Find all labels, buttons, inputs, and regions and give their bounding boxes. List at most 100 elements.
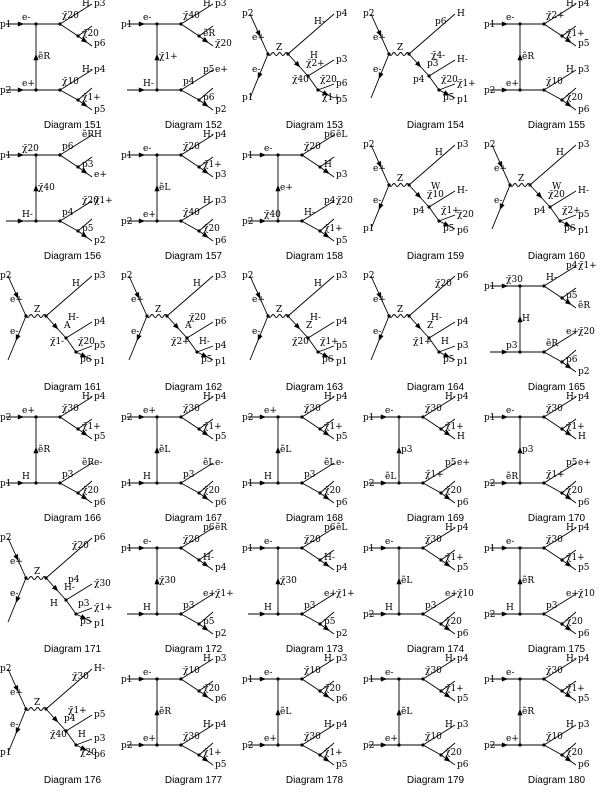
particle-label: χ̃2+ <box>306 58 325 69</box>
outgoing-line <box>422 724 456 746</box>
particle-label: p2 <box>242 217 254 227</box>
arrow <box>259 152 267 158</box>
particle-label: χ̃1+ <box>324 747 343 758</box>
outgoing-line <box>45 668 93 710</box>
particle-label: p4 <box>457 654 469 664</box>
arrow <box>259 480 267 486</box>
particle-label: ẽR <box>215 522 227 533</box>
particle-label: p1 <box>484 20 496 30</box>
arrow <box>443 494 451 500</box>
particle-label: p6 <box>80 355 92 365</box>
arrow <box>138 545 146 551</box>
outgoing-line <box>319 156 335 168</box>
particle-label: p1 <box>121 479 133 489</box>
particle-label: e- <box>143 668 151 678</box>
particle-label: p1 <box>336 357 348 367</box>
outgoing-line <box>561 349 577 363</box>
arrow <box>51 584 59 592</box>
vertex-dot <box>306 336 310 340</box>
arrow <box>138 21 146 27</box>
vertex-dot <box>197 98 201 102</box>
arrow <box>201 37 209 43</box>
particle-label: p5 <box>94 105 106 115</box>
vertex-dot <box>155 219 159 223</box>
particle-label: H- <box>566 392 577 402</box>
particle-label: χ̃20 <box>457 209 474 220</box>
particle-label: H- <box>64 583 75 593</box>
vertex-dot <box>179 415 183 419</box>
particle-label: p4 <box>336 392 348 402</box>
arrow <box>501 414 509 420</box>
vertex-dot <box>560 689 564 693</box>
particle-label: p4 <box>578 392 590 402</box>
vertex-dot <box>24 576 28 580</box>
particle-label: χ̃2+ <box>171 336 190 347</box>
particle-label: χ̃20 <box>304 141 321 152</box>
particle-label: p5 <box>336 236 348 246</box>
particle-label: χ̃1+ <box>324 421 343 432</box>
outgoing-line <box>59 134 93 156</box>
arrow <box>501 545 509 551</box>
particle-label: p5 <box>457 694 469 704</box>
particle-label: p2 <box>215 629 227 639</box>
particle-label: p3 <box>336 271 348 281</box>
outgoing-line <box>301 154 321 168</box>
particle-label: Z <box>276 305 282 315</box>
vertex-dot <box>185 336 189 340</box>
arrow <box>564 692 572 698</box>
particle-label: ẽL <box>385 471 396 482</box>
arrow <box>79 614 87 620</box>
particle-label: H- <box>22 210 33 220</box>
outgoing-line <box>543 351 563 363</box>
outgoing-line <box>543 593 577 615</box>
particle-label: H- <box>445 654 456 664</box>
propagator-line <box>65 730 77 746</box>
particle-label: Z <box>276 43 282 53</box>
particle-label: p5 <box>578 563 590 573</box>
arrow <box>443 561 451 567</box>
particle-label: p5 <box>336 760 348 770</box>
vertex-dot <box>439 491 443 495</box>
particle-label: χ̃1+ <box>566 683 585 694</box>
vertex-dot <box>58 415 62 419</box>
boson-line <box>509 183 531 187</box>
outgoing-line <box>180 396 214 418</box>
particle-label: χ̃1+ <box>68 705 87 716</box>
vertex-dot <box>437 88 441 92</box>
vertex-dot <box>427 74 431 78</box>
vertex-dot <box>300 677 304 681</box>
vertex-dot <box>421 743 425 747</box>
vertex-dot <box>427 336 431 340</box>
arrow <box>380 414 388 420</box>
arrow <box>138 218 146 224</box>
particle-label: e- <box>264 537 272 547</box>
vertex-dot <box>155 415 159 419</box>
diagram-caption: Diagram 170 <box>528 513 586 524</box>
diagram-caption: Diagram 163 <box>286 382 344 393</box>
vertex-dot <box>179 153 183 157</box>
vertex-dot <box>179 743 183 747</box>
particle-label: p2 <box>578 367 590 377</box>
arrow <box>33 184 39 192</box>
particle-label: H- <box>203 130 214 140</box>
particle-label: p5 <box>457 563 469 573</box>
vertex-dot <box>197 165 201 169</box>
outgoing-line <box>319 742 335 756</box>
particle-label: χ̃1+ <box>578 260 597 271</box>
outgoing-line <box>59 89 79 101</box>
particle-label: χ̃20 <box>566 616 583 627</box>
vertex-dot <box>197 34 201 38</box>
particle-label: e+ <box>385 734 398 744</box>
vertex-dot <box>197 558 201 562</box>
particle-label: e+ <box>324 589 337 599</box>
arrow <box>517 446 523 454</box>
propagator-line <box>549 206 561 222</box>
arrow <box>15 334 21 341</box>
arrow <box>51 715 59 723</box>
particle-label: Z <box>306 321 312 331</box>
diagram-caption: Diagram 151 <box>44 120 102 131</box>
